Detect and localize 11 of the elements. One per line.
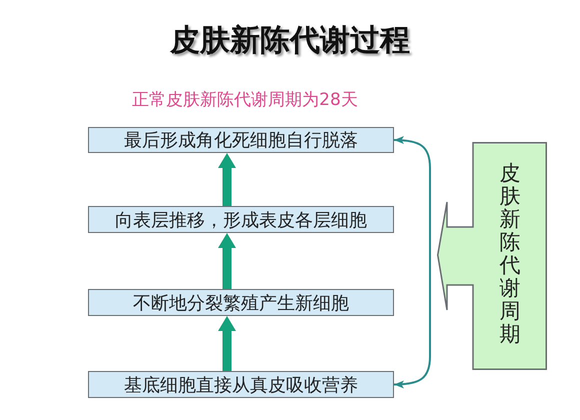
cycle-note: 正常皮肤新陈代谢周期为28天 bbox=[131, 89, 359, 111]
curved-arrow bbox=[394, 136, 431, 388]
block-arrow bbox=[218, 233, 236, 289]
callout-arrow-box: 皮肤新陈代谢周期 bbox=[437, 142, 547, 370]
process-box: 最后形成角化死细胞自行脱落 bbox=[88, 127, 394, 153]
process-box: 向表层推移，形成表皮各层细胞 bbox=[88, 206, 394, 233]
block-arrow bbox=[218, 153, 236, 206]
block-arrow bbox=[218, 316, 236, 371]
title: 皮肤新陈代谢过程 bbox=[168, 22, 411, 60]
process-box: 不断地分裂繁殖产生新细胞 bbox=[88, 289, 394, 316]
process-box: 基底细胞直接从真皮吸收营养 bbox=[88, 371, 394, 398]
